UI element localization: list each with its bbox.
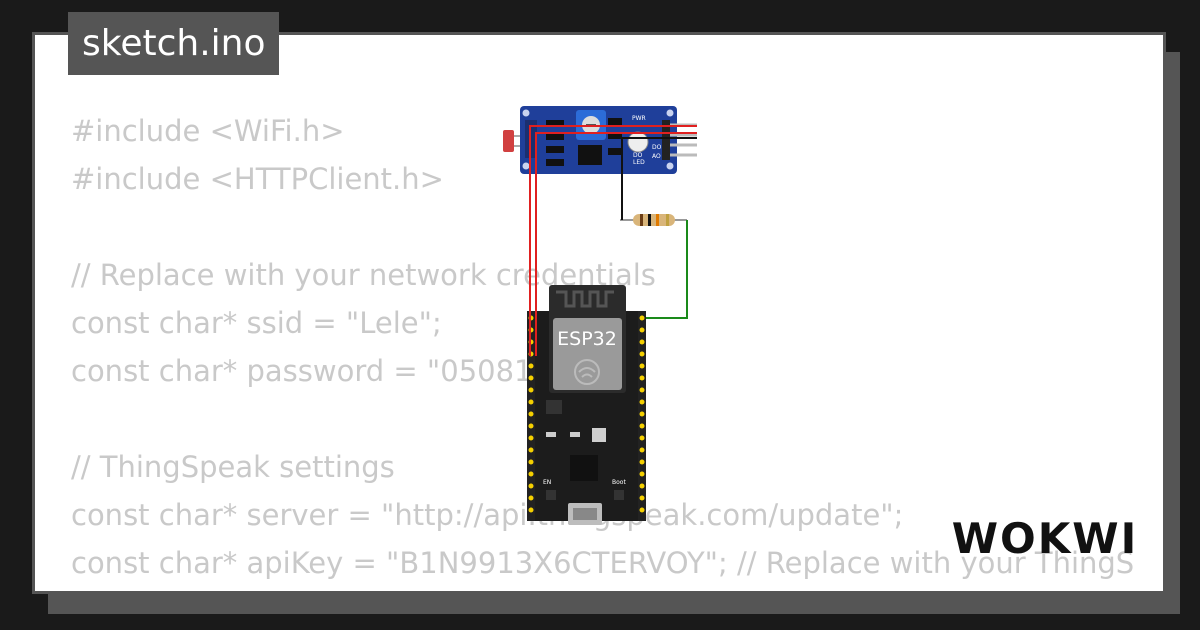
code-preview: #include <WiFi.h> #include <HTTPClient.h>… (71, 107, 1134, 587)
do-led-label-2: LED (633, 159, 645, 166)
do-led-label: DO (633, 152, 643, 159)
wires (529, 125, 697, 356)
boot-label: Boot (612, 479, 626, 486)
resistor (620, 214, 687, 226)
pwr-label: PWR (632, 115, 646, 122)
en-label: EN (543, 479, 551, 486)
code-line: #include <WiFi.h> (71, 114, 345, 148)
code-line: // Replace with your network credentials (71, 258, 656, 292)
wokwi-logo: WOKWI (952, 514, 1139, 563)
do-pin-label: DO (652, 144, 662, 151)
sketch-filename-title: sketch.ino (68, 12, 280, 75)
esp32-board: ESP32 EN Boot (527, 285, 646, 525)
light-sensor-module: PWR DO LED DO AO (520, 106, 697, 174)
code-line: // ThingSpeak settings (71, 450, 395, 484)
esp32-label: ESP32 (557, 328, 617, 350)
code-line: const char* ssid = "Lele"; (71, 306, 442, 340)
wokwi-logo-text: WOKWI (952, 514, 1139, 563)
code-line: const char* apiKey = "B1N9913X6CTERVOY";… (71, 546, 1135, 580)
code-line: const char* password = "05081 (71, 354, 533, 388)
ao-pin-label: AO (652, 153, 661, 160)
code-line: #include <HTTPClient.h> (71, 162, 444, 196)
